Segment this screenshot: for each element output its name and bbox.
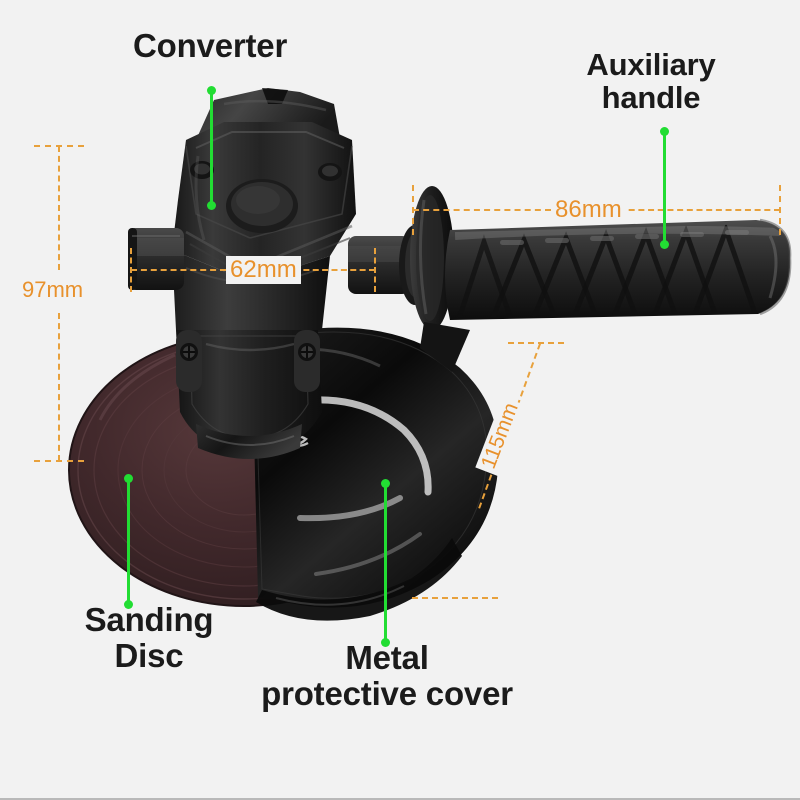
leader-line-sanding-disc [124,474,133,609]
handle-bracket-graphic [420,322,470,372]
dim-62-line-left [131,269,226,271]
gear-housing-graphic [176,330,322,459]
dim-115-label: 115mm [475,396,526,476]
callout-label-converter: Converter [133,27,288,64]
converter-graphic [172,88,356,330]
sanding-disc-graphic [68,333,420,607]
dim-86-cap-right [779,185,781,235]
dim-115-cap-top [508,342,564,344]
dim-86-label: 86mm [551,196,626,224]
leader-line-converter [207,86,216,210]
dim-62-cap-right [374,248,376,292]
metal-protective-cover-graphic [252,327,499,621]
callout-label-auxiliary-handle: Auxiliary handle [586,47,716,116]
callout-label-sanding-disc: Sanding Disc [84,601,214,674]
dim-97-line-lower [58,313,60,461]
dim-62-line-right [294,269,375,271]
dim-115-cap-bottom [412,597,498,599]
dim-97-cap-bottom [34,460,84,462]
left-spindle-stub-graphic [128,228,184,290]
dim-97-line-upper [58,146,60,270]
dim-97-label: 97mm [18,277,88,303]
dim-115-line-upper [516,343,541,407]
handle-mount-graphic [348,225,431,305]
dim-86-line-left [413,209,551,211]
leader-line-auxiliary-handle [660,127,669,249]
dim-62-label: 62mm [226,256,301,284]
dim-86-line-right [619,209,780,211]
leader-line-metal-protective-cover [381,479,390,647]
callout-label-metal-protective-cover: Metal protective cover [261,639,513,712]
